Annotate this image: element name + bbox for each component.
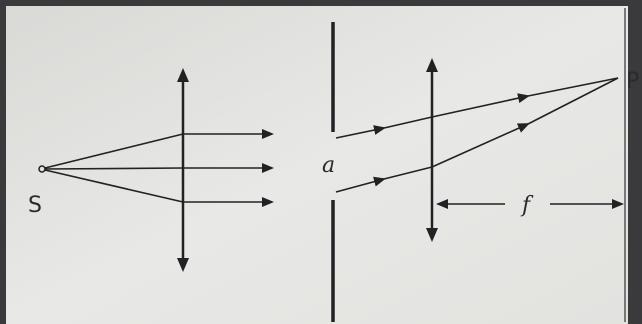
lens-2-bottom-arrow-icon	[426, 228, 438, 242]
ray-diffracted-lower-b	[383, 166, 433, 180]
lens-2-top-arrow-icon	[426, 58, 438, 72]
ray-focus-upper-a	[431, 93, 530, 118]
lens-1-top-arrow-icon	[177, 68, 189, 82]
ray-source-upper	[44, 133, 184, 169]
paper-background	[6, 6, 628, 324]
ray-focus-lower-b	[527, 77, 619, 125]
lens-1-bottom-arrow-icon	[177, 258, 189, 272]
ray-diffracted-lower-a	[335, 176, 386, 193]
source-label: S	[28, 193, 42, 218]
ray-diffracted-upper-a	[335, 125, 386, 139]
screen-point-label: P	[626, 69, 639, 94]
ray-diffracted-upper-b	[383, 116, 433, 129]
slit-width-label: a	[322, 153, 335, 178]
ray-focus-lower-a	[431, 123, 530, 168]
ray-source-middle	[44, 167, 184, 170]
ray-focus-upper-b	[527, 77, 619, 97]
ray-source-lower	[44, 169, 184, 203]
